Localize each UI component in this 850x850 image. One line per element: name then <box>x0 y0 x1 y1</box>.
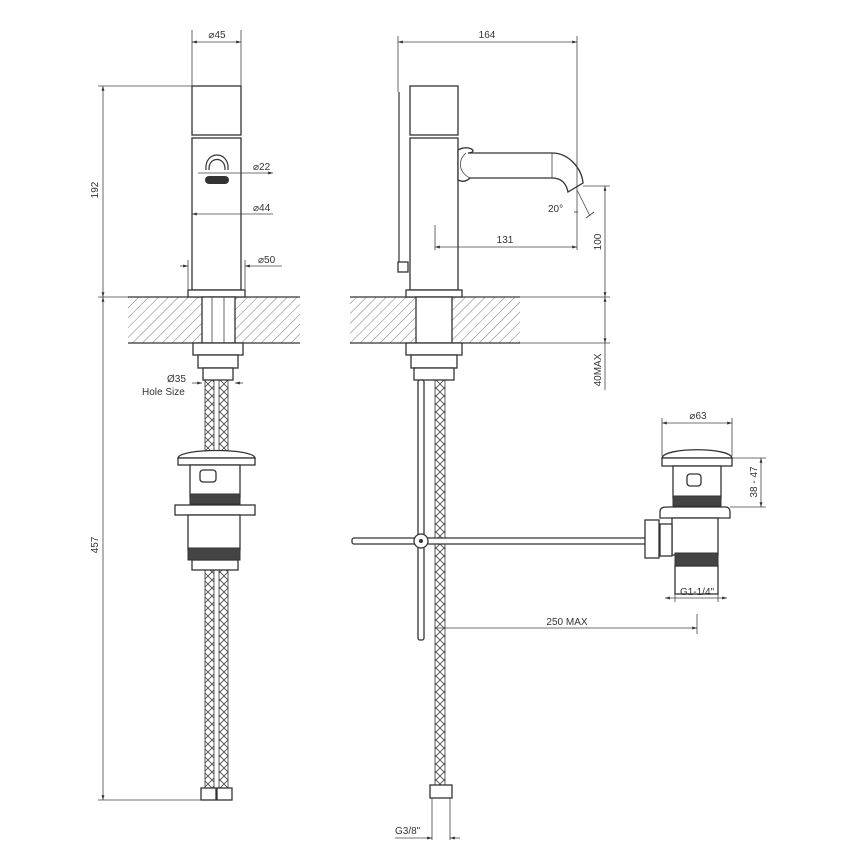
countertop-front <box>128 296 300 344</box>
dim-100-label: 100 <box>593 233 604 250</box>
dim-164-label: 164 <box>479 30 496 41</box>
countertop-side <box>350 296 520 344</box>
supply-hoses-front <box>200 379 233 801</box>
dimension-hole: Ø35 Hole Size <box>142 374 243 398</box>
dimension-g114: G1-1/4" <box>665 587 727 602</box>
dimension-height-192: 192 <box>90 85 192 298</box>
dimension-457: 457 <box>90 297 201 801</box>
dimension-131: 131 <box>434 225 577 250</box>
dimension-body: ⌀44 <box>192 203 273 216</box>
dim-aerator-label: ⌀22 <box>253 162 271 173</box>
waste-view: ⌀63 38 - 47 G1-1/4" <box>644 411 766 602</box>
dim-g114-label: G1-1/4" <box>680 587 715 598</box>
dimension-250max: 250 MAX <box>437 614 698 634</box>
dimension-38-47: 38 - 47 <box>730 457 766 508</box>
waste-front <box>174 449 256 571</box>
supply-hose-side <box>429 379 453 840</box>
pop-up-waste <box>644 449 733 595</box>
dim-top-diameter-label: ⌀45 <box>208 30 226 41</box>
dim-38-47-label: 38 - 47 <box>749 466 760 498</box>
side-view: 164 131 20° 100 40MAX 250 MAX <box>350 30 698 840</box>
dim-base-label: ⌀50 <box>258 255 276 266</box>
dim-height-label: 192 <box>90 181 101 198</box>
dim-457-label: 457 <box>90 536 101 553</box>
dim-40max-label: 40MAX <box>593 353 604 386</box>
dim-63-label: ⌀63 <box>689 411 707 422</box>
dimension-100: 100 <box>462 185 610 344</box>
dimension-base: ⌀50 <box>180 255 282 290</box>
dim-g38-label: G3/8" <box>395 826 421 837</box>
dimension-aerator: ⌀22 <box>198 162 273 175</box>
dimension-top-diameter: ⌀45 <box>191 30 242 86</box>
dimension-40max: 40MAX <box>593 297 607 390</box>
hole-size-label: Hole Size <box>142 387 185 398</box>
dimension-g38: G3/8" <box>395 826 460 840</box>
dim-body-label: ⌀44 <box>253 203 271 214</box>
dim-hole-label: Ø35 <box>167 374 186 385</box>
dimension-angle: 20° <box>548 189 595 219</box>
pop-up-rod <box>351 379 656 641</box>
front-view: ⌀45 192 ⌀22 ⌀44 ⌀50 Ø35 Hole Size <box>90 30 300 801</box>
dim-250max-label: 250 MAX <box>546 617 587 628</box>
dimension-164: 164 <box>397 30 578 250</box>
faucet-body-side <box>397 85 584 381</box>
dim-131-label: 131 <box>497 235 514 246</box>
dimension-63: ⌀63 <box>661 411 733 456</box>
dim-angle-label: 20° <box>548 204 563 215</box>
